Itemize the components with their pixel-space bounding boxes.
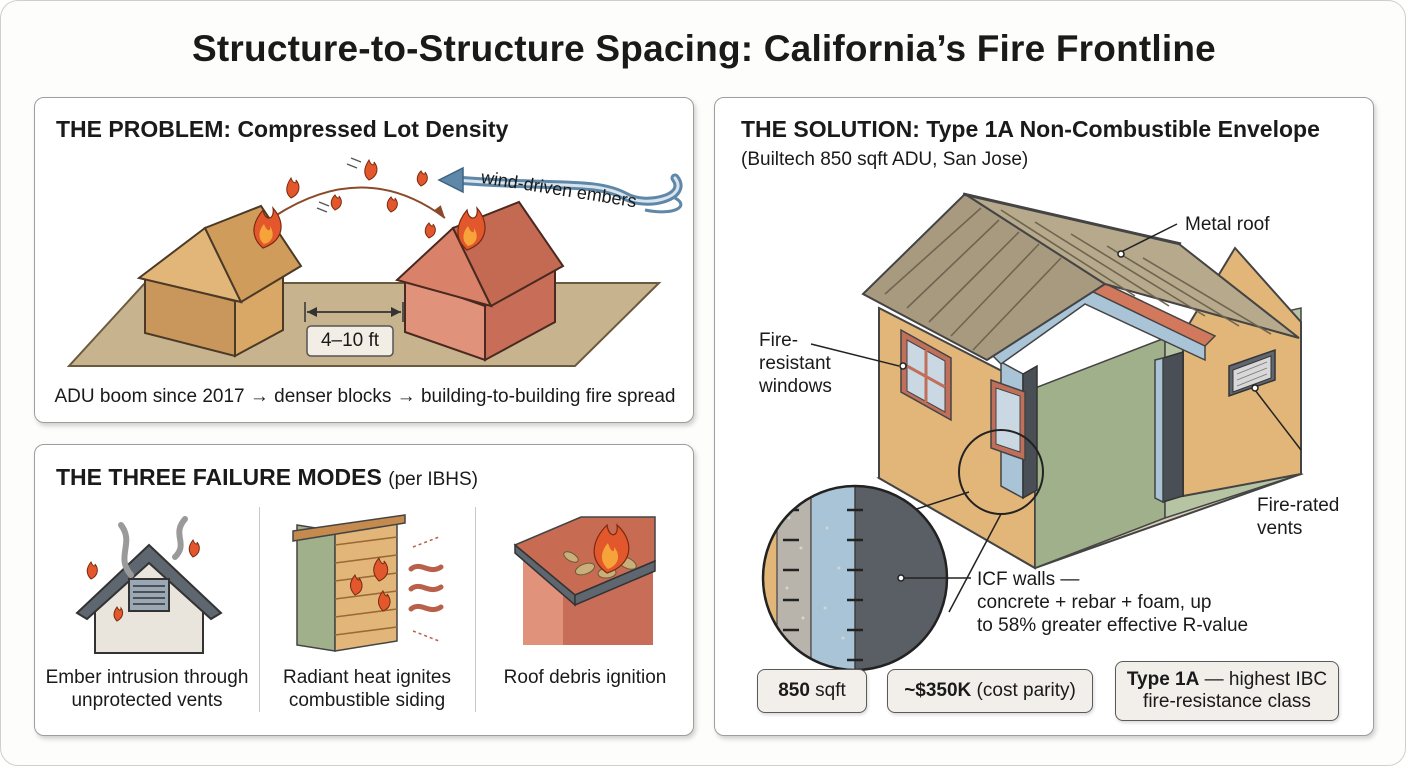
failure-mode-caption-3: Roof debris ignition xyxy=(503,667,667,688)
failure-modes-panel: THE THREE FAILURE MODES (per IBHS) xyxy=(34,444,694,736)
compressed-lots-illustration xyxy=(66,157,683,367)
failure-heading-note: (per IBHS) xyxy=(388,469,478,490)
problem-panel: THE PROBLEM: Compressed Lot Density xyxy=(34,97,694,423)
fire-rated-vent xyxy=(1228,348,1276,398)
gap-label: 4–10 ft xyxy=(320,330,380,351)
radiant-heat-siding-icon xyxy=(292,514,444,652)
stat-pill-area: 850 sqft xyxy=(757,669,867,713)
failure-heading: THE THREE FAILURE MODES (per IBHS) xyxy=(56,464,478,490)
callout-leaders xyxy=(810,223,1302,582)
adu-cutaway-illustration xyxy=(761,192,1304,672)
solution-heading: THE SOLUTION: Type 1A Non-Combustible En… xyxy=(741,116,1320,142)
roof-flame-left xyxy=(253,205,282,249)
roof-flame-right xyxy=(457,205,486,251)
failure-divider-2 xyxy=(475,507,476,712)
fire-resistant-window-inner xyxy=(990,378,1026,462)
problem-caption: ADU boom since 2017 → denser blocks → bu… xyxy=(54,386,676,407)
solution-panel: THE SOLUTION: Type 1A Non-Combustible En… xyxy=(714,97,1374,736)
metal-roof-label: Metal roof xyxy=(1185,214,1270,235)
ember-motion-lines xyxy=(316,157,362,213)
roof-debris-icon xyxy=(513,516,656,645)
gap-label-box xyxy=(306,325,394,357)
stat-pill-cost: ~$350K (cost parity) xyxy=(887,669,1093,713)
problem-heading: THE PROBLEM: Compressed Lot Density xyxy=(56,116,509,142)
embers xyxy=(286,158,436,239)
interior-wall-back xyxy=(1034,336,1166,570)
ember-arc-arrow xyxy=(274,186,446,219)
ember-vent-icon xyxy=(75,516,223,654)
failure-divider-1 xyxy=(259,507,260,712)
solution-subheading: (Builtech 850 sqft ADU, San Jose) xyxy=(741,149,1029,170)
failure-modes-illustration xyxy=(75,514,656,654)
fire-resistant-window-left xyxy=(900,328,952,422)
page-title: Structure-to-Structure Spacing: Californ… xyxy=(192,28,1216,69)
